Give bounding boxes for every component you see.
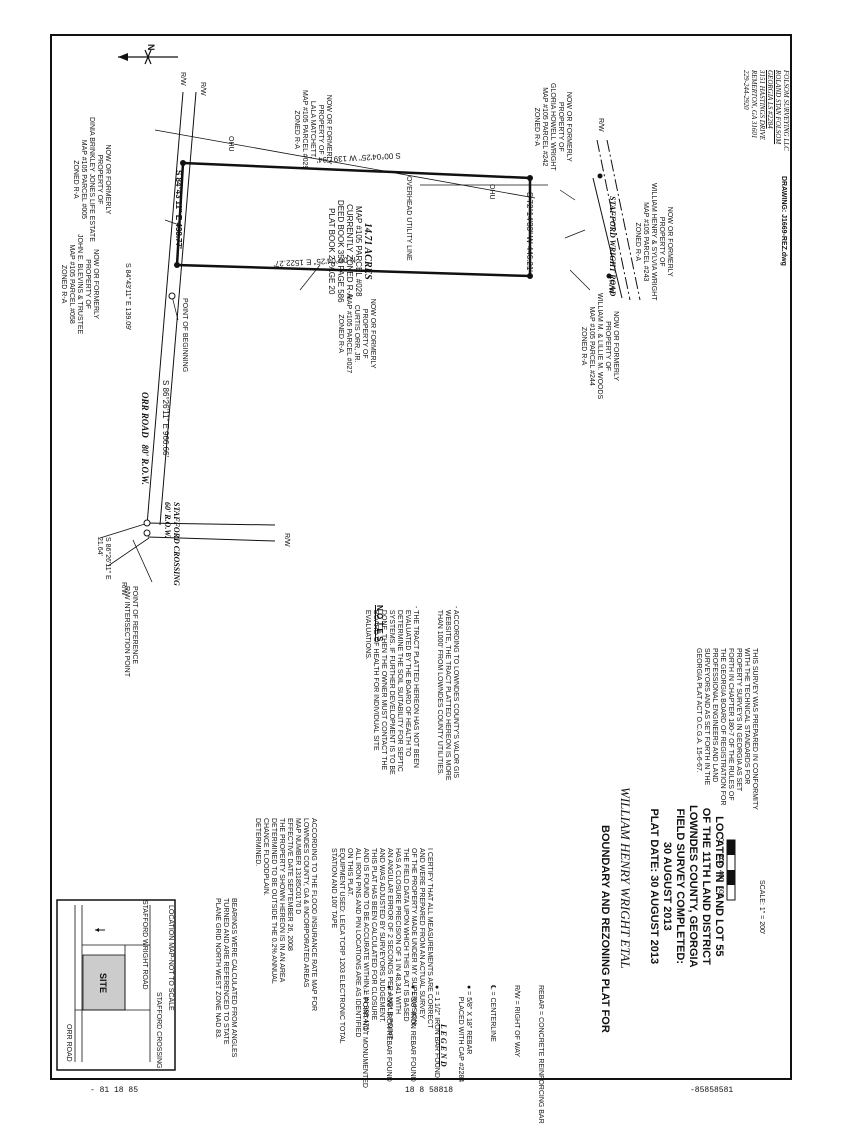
- footer-mark-left: - 81 18 85: [90, 1086, 139, 1095]
- legend-not-monumented: ○ = POINT NOT MONUMENTED: [361, 985, 368, 1088]
- row-label-1: R/W: [179, 72, 186, 86]
- scale-tick-400: 400: [717, 870, 724, 882]
- bearing-west-line: S 84°43'11" E 438.77': [174, 170, 183, 249]
- legend-rebar-placed: ● = 5/8" X 18" REBAR PLACED WITH CAP #22…: [457, 985, 472, 1083]
- location-map-stafford-wright: STAFFORD WRIGHT ROAD: [141, 900, 148, 990]
- monument-markers: [143, 160, 612, 537]
- row-label-5: R/W: [283, 533, 290, 547]
- note-utilities: - ACCORDING TO LOWNDES COUNTY'S VALOR GI…: [436, 606, 459, 781]
- overhead-line-label: OVERHEAD UTILITY LINE: [405, 176, 412, 261]
- location-map: [56, 899, 176, 1071]
- parcel-plat-book: PLAT BOOK 2 PAGE 20: [327, 208, 336, 295]
- bearing-orr-long: S 86°26'11" E 966.66': [161, 380, 170, 458]
- company-block: FOLSOM SURVEYING LLC ROLAND STAN FOLSOM …: [742, 70, 790, 151]
- note-health: - THE TRACT PLATTED HEREON HAS NOT BEEN …: [364, 606, 419, 775]
- surveyor-name: ROLAND STAN FOLSOM: [774, 70, 782, 145]
- title-location: LOCATED IN LAND LOT 55 OF THE 11TH LAND …: [647, 805, 725, 968]
- address-line-2: REMERTON, GA 31601: [750, 70, 758, 139]
- title-line-6: FIELD SURVEY COMPLETED:: [674, 808, 686, 964]
- license-number: GEORGIA LS #2284: [766, 70, 774, 129]
- point-of-beginning: POINT OF BEGINNING: [181, 298, 188, 373]
- row-label-3: R/W: [597, 118, 604, 132]
- legend-body: REBAR = CONCRETE REINFORCING BAR R/W = R…: [352, 985, 560, 1124]
- ohu-label-1: OHU: [227, 136, 234, 152]
- plat-frame: [50, 34, 792, 1080]
- company-name: FOLSOM SURVEYING LLC: [782, 70, 790, 151]
- scale-tick-200: 200: [717, 854, 724, 866]
- north-arrow-icon: [118, 49, 178, 65]
- title-line-5: LOWNDES COUNTY, GEORGIA: [687, 805, 699, 968]
- row-label-2: R/W: [199, 82, 206, 96]
- stafford-wright-road-lines: [592, 139, 641, 301]
- scale-tick-0: 0: [717, 838, 724, 842]
- legend-row: R/W = RIGHT OF WAY: [513, 985, 520, 1058]
- bearing-orr-frontage: S 84°43'11" E 139.09': [124, 263, 131, 331]
- flood-note: ACCORDING TO THE FLOOD INSURANCE RATE MA…: [254, 818, 317, 1012]
- legend-iron-rebar-58: ● = 5/8" IRON REBAR FOUND: [385, 985, 392, 1082]
- footer-mark-mid: 18 8 58818: [405, 1086, 454, 1095]
- drawing-name: DRAWING: J1669-REZ.dwg: [780, 176, 787, 266]
- footer-mark-right: -85858581: [690, 1086, 734, 1095]
- scale-label: SCALE: 1" = 200': [758, 880, 765, 935]
- title-line-7: 30 AUGUST 2013: [661, 841, 673, 931]
- parcel-zoning: CURRENTLY ZONED R-A: [345, 204, 354, 299]
- notes-body: - ACCORDING TO LOWNDES COUNTY'S VALOR GI…: [355, 606, 475, 781]
- bearing-east-line: S 72°14'33" W 446.21': [525, 192, 534, 272]
- address-line-1: 3151 HASTINGS DRIVE: [758, 70, 766, 140]
- legend-iron-rebar-38: ● = 3/8" IRON REBAR FOUND: [409, 985, 416, 1082]
- title-line-2: WILLIAM HENRY WRIGHT ETAL: [618, 787, 633, 969]
- orr-road-label: ORR ROAD 80' R.O.W.: [140, 392, 150, 485]
- phone-number: 229-244-2920: [742, 70, 750, 110]
- scale-tick-600: 600: [717, 886, 724, 898]
- location-map-site: SITE: [98, 973, 108, 994]
- parcel-map: MAP #105 PARCEL #028: [354, 206, 363, 297]
- title-line-8: PLAT DATE: 30 AUGUST 2013: [648, 808, 660, 965]
- overhead-utility-line: [154, 129, 548, 199]
- ohu-label-2: OHU: [488, 184, 495, 200]
- plat-drawing: [56, 49, 736, 1071]
- parcel-acres: 14.71 ACRES: [362, 222, 373, 280]
- parcel-deed: DEED BOOK 358 PAGE 586: [336, 200, 345, 303]
- location-map-orr-road: ORR ROAD: [65, 1024, 72, 1062]
- row-label-4: R/W: [607, 280, 614, 294]
- stafford-crossing-lines: [99, 522, 276, 583]
- location-map-title: LOCATION MAP-NOT TO SCALE: [167, 905, 174, 1011]
- legend-rebar: REBAR = CONCRETE REINFORCING BAR: [537, 985, 544, 1124]
- title-line-1: BOUNDARY AND REZONING PLAT FOR: [599, 825, 611, 1033]
- location-map-stafford-crossing: STAFFORD CROSSING: [155, 992, 162, 1069]
- legend-iron-bar: ● = 1 1/2" IRON BAR FOUND: [433, 985, 440, 1078]
- parcel-info: 14.71 ACRES MAP #105 PARCEL #028 CURRENT…: [327, 200, 373, 303]
- scale-bar: [726, 839, 736, 901]
- north-label: N: [146, 44, 156, 51]
- legend-centerline: ℄ = CENTERLINE: [489, 985, 496, 1042]
- title-line-4: OF THE 11TH LAND DISTRICT: [700, 807, 712, 965]
- leader-lines: [164, 189, 591, 321]
- orr-road-lines: [146, 91, 197, 526]
